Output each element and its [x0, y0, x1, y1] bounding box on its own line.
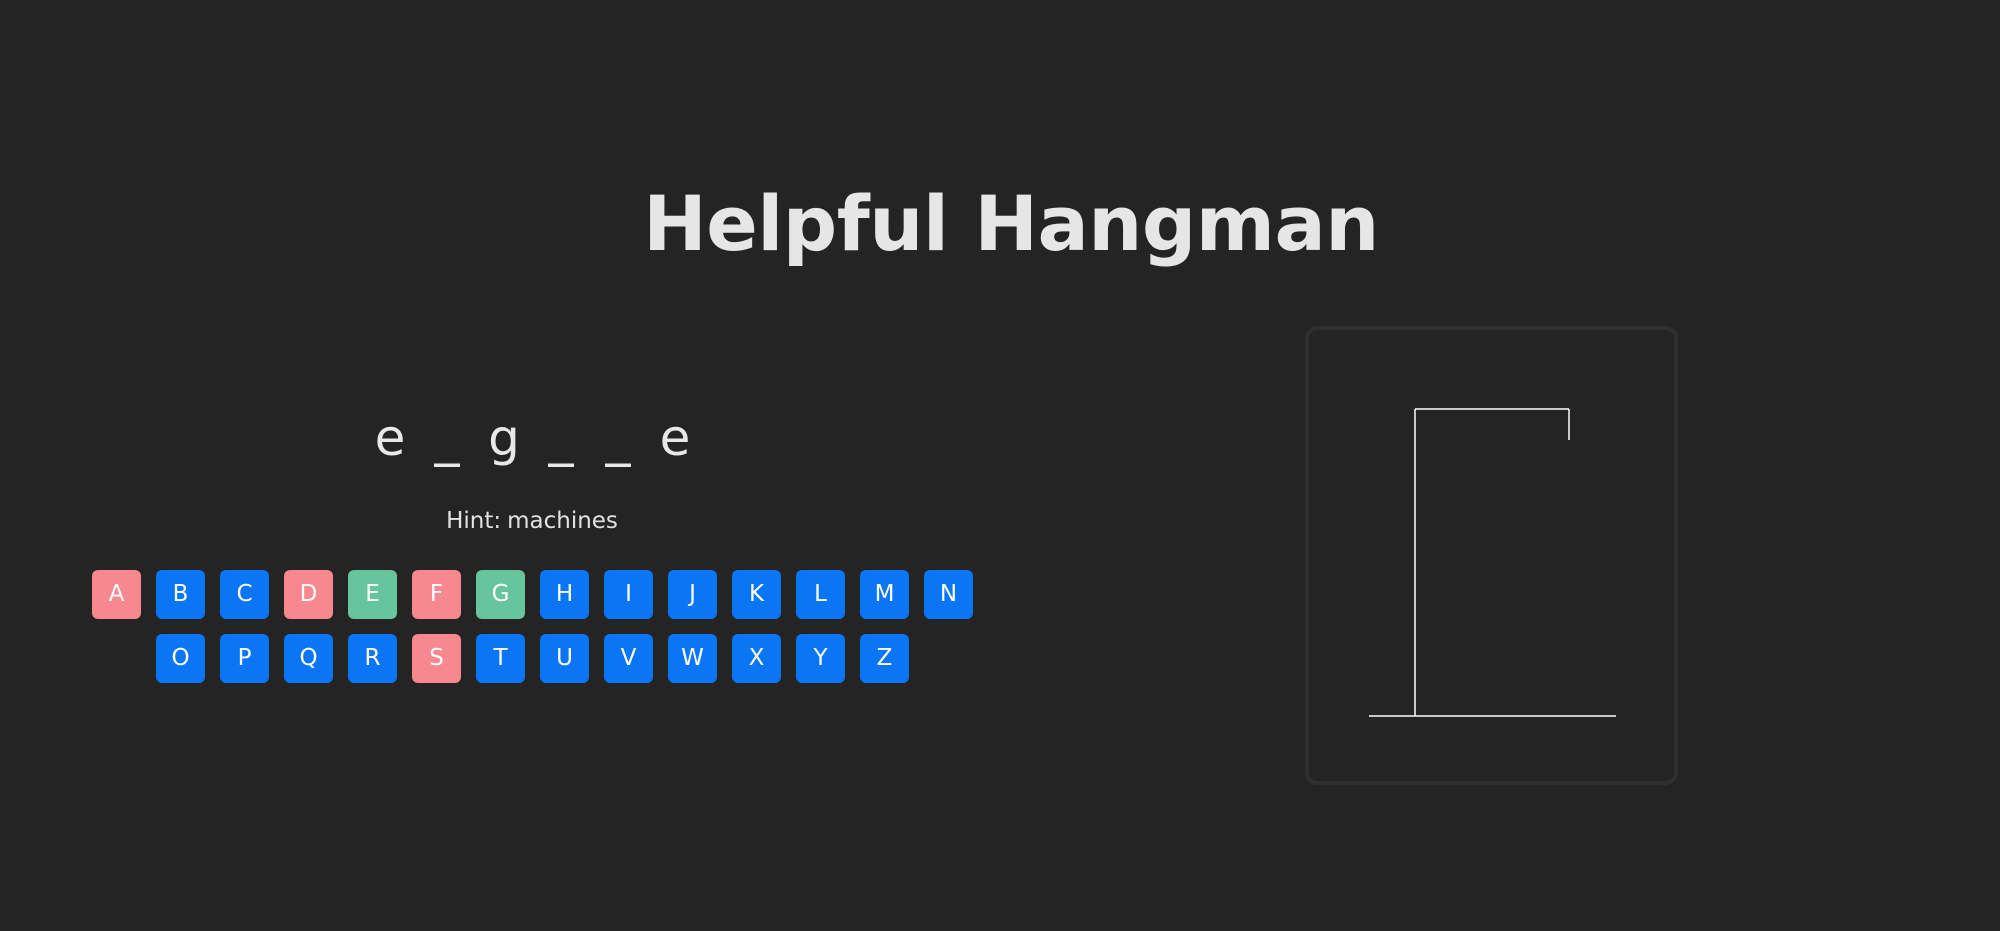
key-m[interactable]: M	[860, 570, 909, 619]
key-p[interactable]: P	[220, 634, 269, 683]
hint-label: Hint:	[446, 508, 502, 534]
word-letter: _	[548, 409, 574, 467]
hint-text: machines	[507, 508, 618, 534]
key-k[interactable]: K	[732, 570, 781, 619]
key-v[interactable]: V	[604, 634, 653, 683]
key-i[interactable]: I	[604, 570, 653, 619]
key-f[interactable]: F	[412, 570, 461, 619]
key-t[interactable]: T	[476, 634, 525, 683]
key-g[interactable]: G	[476, 570, 525, 619]
key-s[interactable]: S	[412, 634, 461, 683]
key-j[interactable]: J	[668, 570, 717, 619]
key-b[interactable]: B	[156, 570, 205, 619]
gallows-drawing	[1369, 408, 1616, 717]
key-l[interactable]: L	[796, 570, 845, 619]
word-letter: _	[605, 409, 631, 467]
key-w[interactable]: W	[668, 634, 717, 683]
key-x[interactable]: X	[732, 634, 781, 683]
key-d[interactable]: D	[284, 570, 333, 619]
page-title: Helpful Hangman	[643, 179, 1379, 268]
key-u[interactable]: U	[540, 634, 589, 683]
key-n[interactable]: N	[924, 570, 973, 619]
key-r[interactable]: R	[348, 634, 397, 683]
key-e[interactable]: E	[348, 570, 397, 619]
key-o[interactable]: O	[156, 634, 205, 683]
key-h[interactable]: H	[540, 570, 589, 619]
key-a[interactable]: A	[92, 570, 141, 619]
word-display: e _ g _ _ e	[370, 408, 700, 468]
word-letter: g	[488, 409, 520, 467]
key-c[interactable]: C	[220, 570, 269, 619]
word-letter: _	[434, 409, 460, 467]
key-z[interactable]: Z	[860, 634, 909, 683]
hint: Hint:machines	[332, 505, 732, 537]
word-letter: e	[659, 409, 691, 467]
key-y[interactable]: Y	[796, 634, 845, 683]
gallows-panel	[1305, 326, 1678, 785]
word-letter: e	[374, 409, 406, 467]
key-q[interactable]: Q	[284, 634, 333, 683]
